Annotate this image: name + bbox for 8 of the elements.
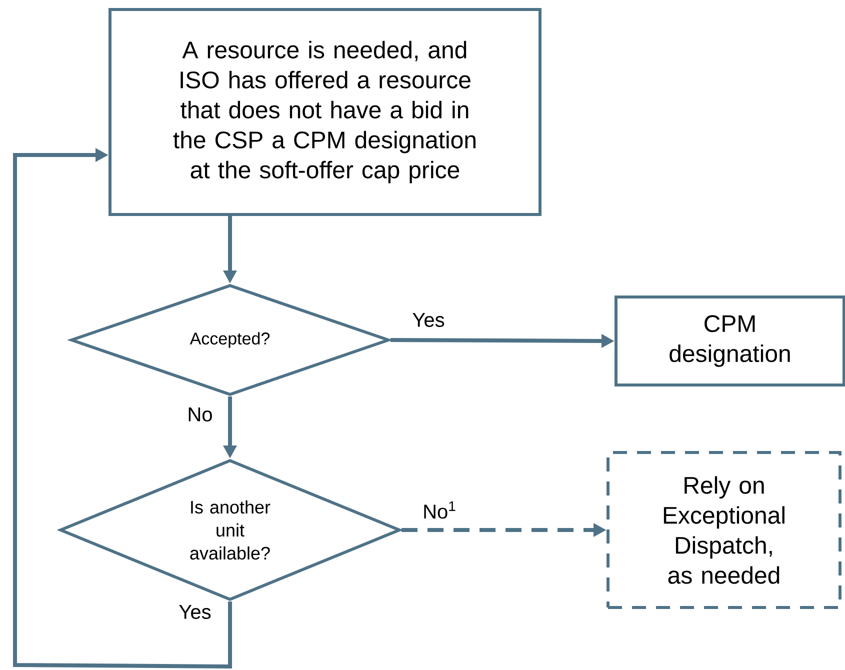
- edge-label: No: [186, 406, 214, 422]
- arrow: [13, 148, 232, 669]
- process-box: Rely on Exceptional Dispatch, as needed: [606, 451, 842, 609]
- process-box: A resource is needed, and ISO has offered a resource that does not have a bid in the CSP a CPM designation at the soft-offer cap price: [108, 8, 542, 216]
- edge-label: Yes: [178, 604, 212, 620]
- edge-label: Yes: [411, 312, 446, 328]
- process-box: CPM designation: [614, 296, 845, 386]
- edge-label: No$^{1}$: [422, 500, 458, 520]
